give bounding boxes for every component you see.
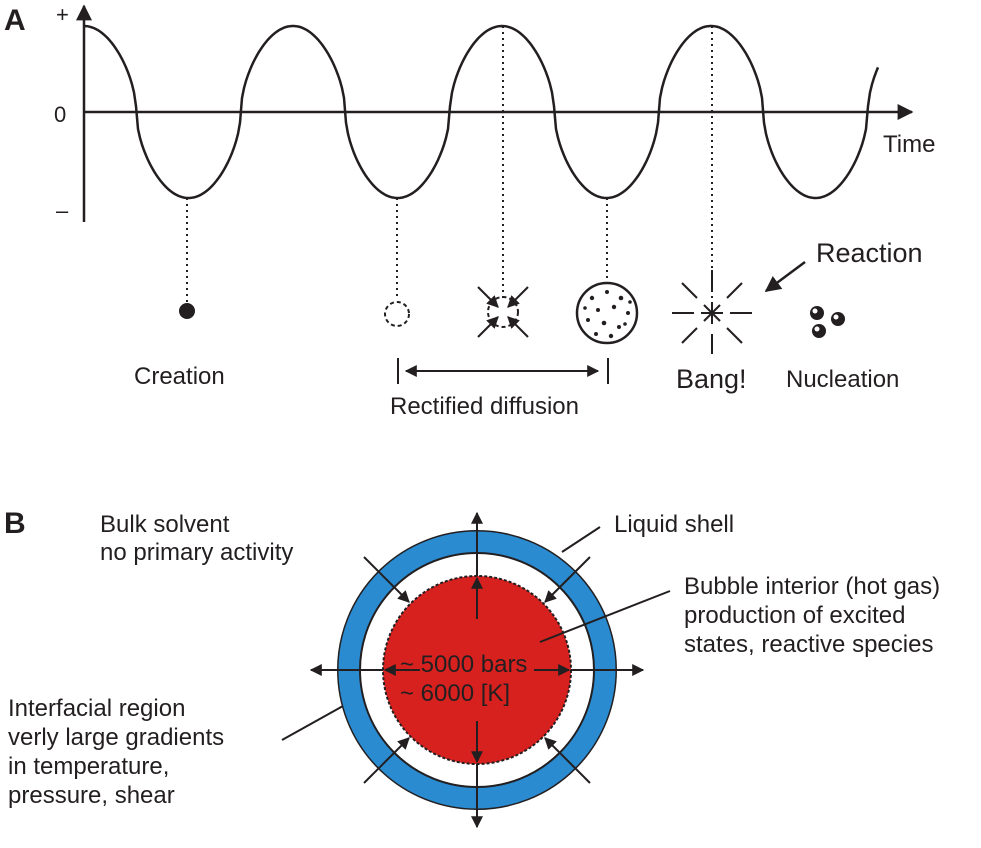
y-axis-minus-label: – <box>56 198 69 223</box>
diffusion-bubble-icon <box>477 286 529 338</box>
liquid-shell-label: Liquid shell <box>614 511 734 538</box>
large-bubble-icon <box>575 281 639 345</box>
rectified-diffusion-label: Rectified diffusion <box>390 393 579 420</box>
x-axis-label: Time <box>883 131 935 158</box>
core-pressure: ~ 5000 bars <box>400 651 527 678</box>
bang-label: Bang! <box>676 364 747 394</box>
creation-label: Creation <box>134 363 225 390</box>
y-axis-plus-label: + <box>56 2 69 27</box>
panel-b-letter: B <box>4 507 26 540</box>
leader-lines <box>281 526 671 741</box>
panel-a-letter: A <box>4 4 26 37</box>
small-bubble-icon <box>384 301 410 327</box>
bubble-interior-line1: Bubble interior (hot gas) <box>684 573 940 600</box>
reaction-arrow <box>764 260 806 293</box>
radial-arrows <box>309 511 645 829</box>
y-axis-zero-label: 0 <box>54 102 66 127</box>
pressure-wave <box>83 24 880 200</box>
reaction-label: Reaction <box>816 238 923 268</box>
interfacial-line2: verly large gradients <box>8 724 224 751</box>
interfacial-line4: pressure, shear <box>8 782 175 809</box>
bubble-interior-line2: production of excited <box>684 602 905 629</box>
bulk-solvent-line1: Bulk solvent <box>100 511 230 538</box>
bang-burst-icon <box>672 270 752 354</box>
creation-bubble-icon <box>179 303 195 319</box>
core-temperature: ~ 6000 [K] <box>400 680 510 707</box>
nucleation-label: Nucleation <box>786 366 899 393</box>
interfacial-line1: Interfacial region <box>8 695 185 722</box>
interfacial-line3: in temperature, <box>8 753 169 780</box>
nucleation-bubbles-icon <box>810 306 845 338</box>
drop-lines <box>186 26 713 310</box>
bubble-interior-line3: states, reactive species <box>684 631 933 658</box>
bulk-solvent-line2: no primary activity <box>100 539 293 566</box>
